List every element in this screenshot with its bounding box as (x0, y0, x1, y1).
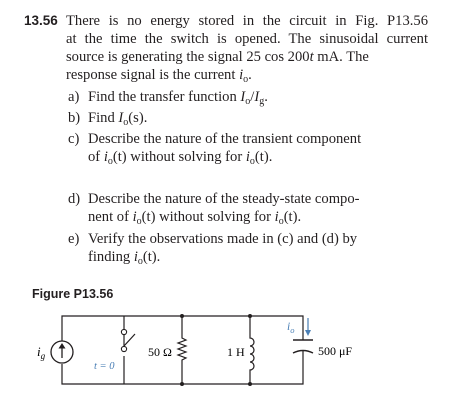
node-bottom-inductor (248, 382, 252, 386)
node-top-resistor (180, 314, 184, 318)
part-e-line-1: Verify the observations made in (c) and … (88, 231, 358, 247)
switch-label: t = 0 (94, 361, 115, 372)
part-a-text: Find the transfer function Io/Ig. (88, 89, 268, 107)
part-c: c) Describe the nature of the transient c… (68, 130, 428, 167)
part-c-label: c) (68, 131, 80, 147)
source-arrow-head (58, 343, 66, 349)
part-d-line-2: nent of io(t) without solving for io(t). (88, 209, 302, 227)
statement-line-2: at the time the switch is opened. The si… (66, 31, 428, 47)
part-e-label: e) (68, 231, 80, 247)
inductor-symbol (249, 316, 255, 384)
part-d-label: d) (68, 191, 81, 207)
part-e: e) Verify the observations made in (c) an… (68, 230, 428, 267)
node-bottom-resistor (180, 382, 184, 386)
output-current-label: io (287, 321, 294, 335)
capacitor-plate-bottom (292, 349, 314, 354)
switch-contact (120, 328, 128, 336)
statement-line-4: response signal is the current io. (66, 67, 252, 85)
statement-line-1: There is no energy stored in the circuit… (66, 13, 428, 29)
node-top-inductor (248, 314, 252, 318)
part-a: a) Find the transfer function Io/Ig. (68, 88, 428, 107)
resistor-symbol (176, 316, 188, 384)
inductor-label: 1 H (227, 345, 245, 359)
capacitor-label: 500 μF (318, 344, 352, 358)
problem-statement: There is no energy stored in the circuit… (66, 12, 428, 85)
part-c-line-2: of io(t) without solving for io(t). (88, 149, 273, 167)
statement-line-3: source is generating the signal 25 cos 2… (66, 49, 369, 65)
output-current-arrowhead (305, 330, 311, 336)
problem-number: 13.56 (24, 13, 58, 28)
part-e-line-2: finding io(t). (88, 249, 161, 267)
switch-pivot (120, 345, 128, 353)
part-d: d) Describe the nature of the steady-stat… (68, 190, 428, 227)
part-d-line-1: Describe the nature of the steady-state … (88, 191, 360, 207)
part-b-label: b) (68, 110, 81, 126)
resistor-label: 50 Ω (148, 345, 172, 359)
switch-blade (123, 333, 136, 347)
part-b-text: Find Io(s). (88, 110, 148, 128)
figure-label: Figure P13.56 (32, 287, 114, 301)
source-label: ig (37, 344, 46, 361)
part-c-line-1: Describe the nature of the transient com… (88, 131, 362, 147)
part-b: b) Find Io(s). (68, 109, 428, 128)
part-a-label: a) (68, 89, 80, 105)
